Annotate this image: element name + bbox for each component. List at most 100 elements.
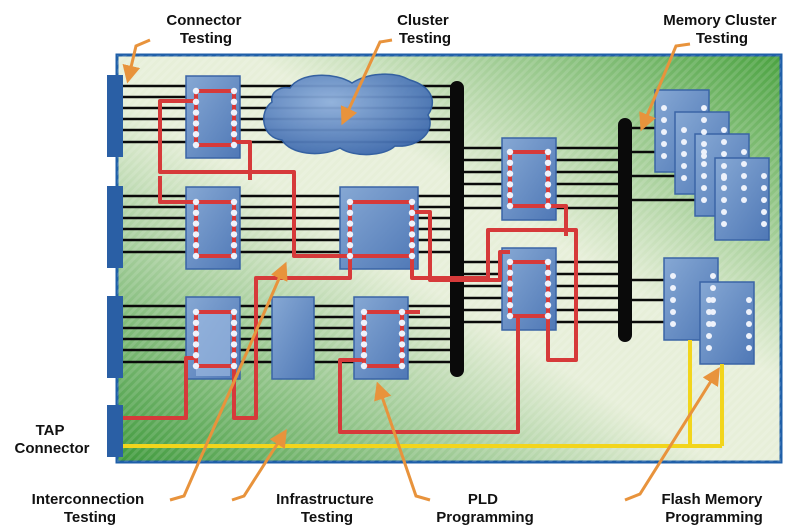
chip-pin bbox=[506, 181, 514, 188]
memory-pin bbox=[746, 297, 752, 303]
memory-pin bbox=[670, 273, 676, 279]
memory-pin bbox=[701, 173, 707, 179]
chip-pin bbox=[544, 312, 552, 320]
chip-pin bbox=[360, 341, 368, 348]
chip-pin bbox=[192, 209, 200, 216]
chip-pin bbox=[408, 252, 416, 260]
chip-pin bbox=[346, 220, 354, 227]
chip-pin bbox=[192, 252, 200, 260]
chip-pin bbox=[230, 87, 238, 95]
chip-pin bbox=[192, 330, 200, 337]
chip-pin bbox=[192, 120, 200, 127]
memory-pin bbox=[721, 127, 727, 133]
memory-pin bbox=[701, 197, 707, 203]
memory-pin bbox=[701, 105, 707, 111]
label-tap-connector: TAP Connector bbox=[15, 422, 90, 457]
memory-pin bbox=[741, 149, 747, 155]
memory-pin bbox=[721, 209, 727, 215]
chip-pin bbox=[192, 87, 200, 95]
chip-pin bbox=[192, 319, 200, 326]
chip-pin bbox=[506, 159, 514, 166]
tap-connector bbox=[107, 405, 123, 457]
chip-pin bbox=[230, 209, 238, 216]
chip-pin bbox=[544, 181, 552, 188]
chip-pin bbox=[408, 209, 416, 216]
label-cluster-testing: Cluster Testing bbox=[397, 12, 453, 47]
chip-pin bbox=[506, 202, 514, 210]
memory-pin bbox=[721, 197, 727, 203]
chip-pin bbox=[506, 280, 514, 287]
chip-pin bbox=[408, 198, 416, 206]
chip-pin bbox=[544, 280, 552, 287]
memory-pin bbox=[701, 149, 707, 155]
chip-pin bbox=[544, 202, 552, 210]
chip-pin bbox=[408, 242, 416, 249]
memory-pin bbox=[721, 151, 727, 157]
chip-pin bbox=[230, 131, 238, 138]
chip-pin bbox=[230, 141, 238, 149]
chip-pin bbox=[398, 341, 406, 348]
chip-bottom-center bbox=[271, 296, 315, 380]
label-memory-cluster-testing: Memory Cluster Testing bbox=[663, 12, 781, 47]
chip-pin bbox=[230, 98, 238, 106]
chip-pin bbox=[506, 312, 514, 320]
chip-pin bbox=[544, 170, 552, 177]
chip-pin bbox=[230, 231, 238, 238]
chip-pin bbox=[346, 252, 354, 260]
label-connector-testing: Connector Testing bbox=[166, 12, 245, 47]
memory-pin bbox=[701, 129, 707, 135]
memory-pin bbox=[741, 161, 747, 167]
chip-pin bbox=[506, 269, 514, 276]
chip-pin bbox=[192, 352, 200, 359]
memory-pin bbox=[706, 333, 712, 339]
chip-pin bbox=[360, 330, 368, 337]
memory-pin bbox=[761, 221, 767, 227]
chip-pin bbox=[398, 362, 406, 370]
chip-pin bbox=[506, 170, 514, 177]
chip-pin bbox=[192, 308, 200, 316]
memory-pin bbox=[741, 173, 747, 179]
chip-pin bbox=[544, 148, 552, 156]
memory-pin bbox=[706, 297, 712, 303]
connector-top bbox=[107, 75, 123, 157]
chip-pin bbox=[192, 341, 200, 348]
memory-pin bbox=[741, 197, 747, 203]
chip-pin bbox=[544, 192, 552, 199]
chip-pin bbox=[544, 302, 552, 309]
memory-pin bbox=[681, 175, 687, 181]
chip-pin bbox=[544, 291, 552, 298]
memory-pin bbox=[670, 321, 676, 327]
chip-pin bbox=[506, 302, 514, 309]
memory-pin bbox=[670, 309, 676, 315]
chip-pin bbox=[230, 242, 238, 249]
chip-pin bbox=[544, 258, 552, 266]
chip-pin bbox=[360, 308, 368, 316]
chip-pin bbox=[506, 192, 514, 199]
chip-pin bbox=[192, 98, 200, 106]
chip-pin bbox=[506, 291, 514, 298]
memory-pin bbox=[661, 153, 667, 159]
chip-pin bbox=[192, 362, 200, 370]
memory-pin bbox=[721, 173, 727, 179]
label-pld-programming: PLD Programming bbox=[436, 491, 534, 526]
chip-pin bbox=[230, 319, 238, 326]
memory-pin bbox=[681, 139, 687, 145]
memory-pin bbox=[661, 141, 667, 147]
chip-pin bbox=[346, 209, 354, 216]
memory-pin bbox=[670, 297, 676, 303]
chip-pin bbox=[230, 308, 238, 316]
chip-pin bbox=[346, 198, 354, 206]
memory-pin bbox=[761, 173, 767, 179]
chip-pin bbox=[192, 109, 200, 116]
label-flash-memory-programming: Flash Memory Programming bbox=[661, 491, 766, 526]
tap-lines bbox=[123, 340, 724, 448]
memory-pin bbox=[721, 185, 727, 191]
chip-pin bbox=[192, 141, 200, 149]
chip-pin bbox=[398, 308, 406, 316]
chip-pin bbox=[346, 242, 354, 249]
memory-pin bbox=[746, 333, 752, 339]
memory-pin bbox=[701, 117, 707, 123]
memory-pin bbox=[710, 285, 716, 291]
chip-pin bbox=[506, 258, 514, 266]
